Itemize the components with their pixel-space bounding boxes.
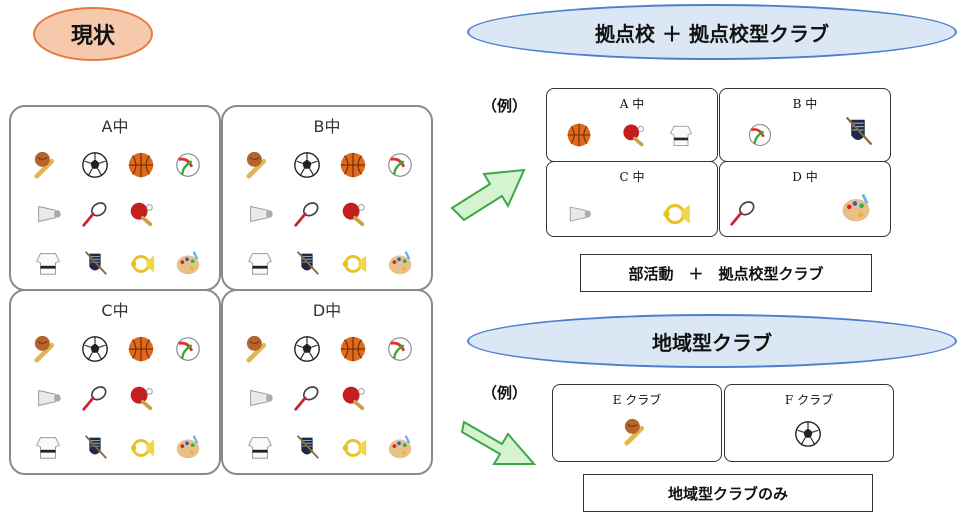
school-card-b: B中 <box>221 105 433 291</box>
shuttlecock-icon <box>33 383 63 413</box>
school-label: D 中 <box>792 170 818 184</box>
soccer-ball-icon <box>292 334 322 364</box>
soccer-ball-icon <box>80 150 110 180</box>
horn-icon <box>338 248 368 278</box>
kendo-icon <box>80 432 110 462</box>
example-label-regional: （例） <box>482 384 528 402</box>
sport-icon-grid <box>25 141 211 287</box>
basketball-icon <box>338 150 368 180</box>
shuttlecock-icon <box>245 383 275 413</box>
regional-club-banner: 地域型クラブ <box>467 314 957 368</box>
regional-caption: 地域型クラブのみ <box>583 474 873 512</box>
arrow-up-right-icon <box>450 168 526 222</box>
hub-caption: 部活動 ＋ 拠点校型クラブ <box>580 254 872 292</box>
tennis-racket-icon <box>728 198 758 228</box>
palette-icon <box>385 432 415 462</box>
status-badge: 現状 <box>33 7 153 61</box>
hub-school-card-d: D 中 <box>719 161 891 237</box>
kendo-icon <box>80 248 110 278</box>
soccer-ball-icon <box>80 334 110 364</box>
school-card-a: A中 <box>9 105 221 291</box>
baseball-icon <box>33 334 63 364</box>
judo-gi-icon <box>33 248 63 278</box>
tennis-racket-icon <box>292 199 322 229</box>
kendo-icon <box>840 111 876 151</box>
volleyball-icon <box>173 334 203 364</box>
table-tennis-icon <box>619 121 647 149</box>
palette-icon <box>838 190 874 226</box>
school-label: C 中 <box>619 170 645 184</box>
palette-icon <box>385 248 415 278</box>
sport-icon-grid <box>25 325 211 471</box>
kendo-icon <box>292 432 322 462</box>
hub-school-banner-label: 拠点校 ＋ 拠点校型クラブ <box>595 21 829 46</box>
horn-icon <box>126 432 156 462</box>
sport-icon-grid <box>237 141 423 287</box>
baseball-icon <box>245 334 275 364</box>
kendo-icon <box>292 248 322 278</box>
hub-school-card-c: C 中 <box>546 161 718 237</box>
hub-school-card-b: B 中 <box>719 88 891 162</box>
regional-club-card-e: E クラブ <box>552 384 722 462</box>
hub-school-banner: 拠点校 ＋ 拠点校型クラブ <box>467 4 957 60</box>
club-label: E クラブ <box>612 393 662 407</box>
baseball-icon <box>33 150 63 180</box>
arrow-down-right-icon <box>460 420 537 465</box>
regional-caption-text: 地域型クラブのみ <box>667 484 788 503</box>
sport-icon-grid <box>237 325 423 471</box>
judo-gi-icon <box>33 432 63 462</box>
horn-icon <box>655 196 695 230</box>
school-card-c: C中 <box>9 289 221 475</box>
judo-gi-icon <box>245 248 275 278</box>
table-tennis-icon <box>126 383 156 413</box>
tennis-racket-icon <box>80 199 110 229</box>
volleyball-icon <box>746 121 774 149</box>
table-tennis-icon <box>338 199 368 229</box>
baseball-icon <box>623 417 653 447</box>
tennis-racket-icon <box>80 383 110 413</box>
tennis-racket-icon <box>292 383 322 413</box>
table-tennis-icon <box>338 383 368 413</box>
horn-icon <box>338 432 368 462</box>
volleyball-icon <box>385 334 415 364</box>
club-label: F クラブ <box>784 393 834 407</box>
hub-caption-text: 部活動 ＋ 拠点校型クラブ <box>628 264 824 283</box>
regional-club-banner-label: 地域型クラブ <box>652 330 772 355</box>
palette-icon <box>173 432 203 462</box>
hub-school-card-a: A 中 <box>546 88 718 162</box>
palette-icon <box>173 248 203 278</box>
soccer-ball-icon <box>292 150 322 180</box>
table-tennis-icon <box>126 199 156 229</box>
shuttlecock-icon <box>565 200 593 228</box>
basketball-icon <box>565 121 593 149</box>
school-card-d: D中 <box>221 289 433 475</box>
regional-club-card-f: F クラブ <box>724 384 894 462</box>
school-label: A 中 <box>619 97 645 111</box>
status-label: 現状 <box>70 24 115 49</box>
volleyball-icon <box>173 150 203 180</box>
basketball-icon <box>126 150 156 180</box>
horn-icon <box>126 248 156 278</box>
school-label: C中 <box>101 301 129 320</box>
school-label: D中 <box>312 301 342 320</box>
judo-gi-icon <box>245 432 275 462</box>
judo-gi-icon <box>667 121 695 149</box>
baseball-icon <box>245 150 275 180</box>
example-label-hub: （例） <box>482 97 528 115</box>
school-label: B中 <box>313 117 341 136</box>
school-label: B 中 <box>792 97 818 111</box>
shuttlecock-icon <box>245 199 275 229</box>
school-label: A中 <box>101 117 129 136</box>
shuttlecock-icon <box>33 199 63 229</box>
basketball-icon <box>126 334 156 364</box>
soccer-ball-icon <box>793 419 823 449</box>
volleyball-icon <box>385 150 415 180</box>
basketball-icon <box>338 334 368 364</box>
